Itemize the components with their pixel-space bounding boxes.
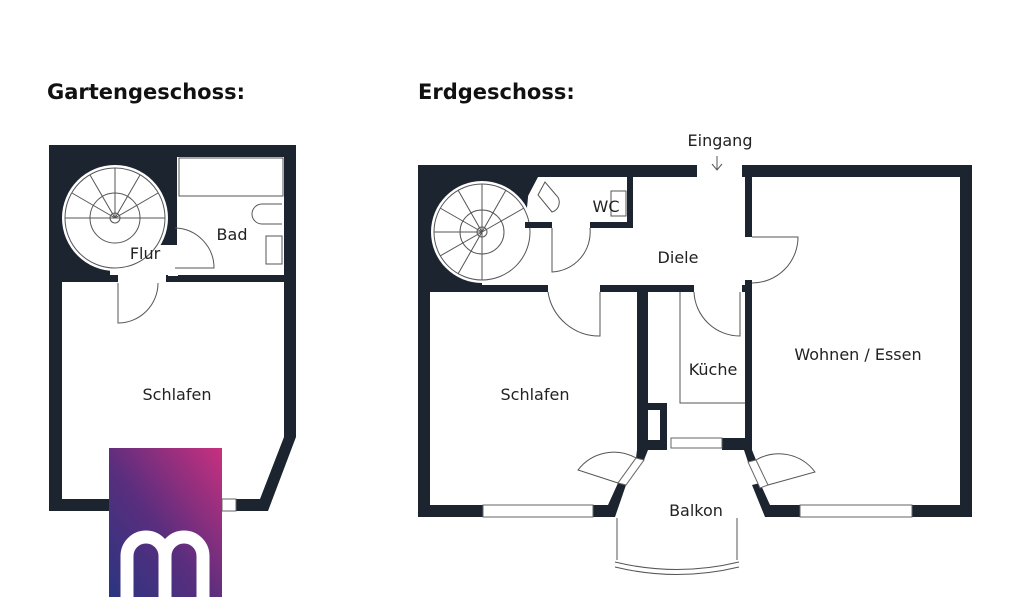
room-label-balkon: Balkon [669, 501, 723, 520]
window [670, 437, 723, 449]
room-label-schlafen: Schlafen [143, 385, 212, 404]
door-swing [547, 291, 601, 337]
arrow-down-icon [711, 156, 723, 171]
room-label-bad: Bad [217, 225, 248, 244]
door-swing [693, 291, 741, 337]
floor-title-garden: Gartengeschoss: [47, 80, 245, 104]
door-swing [117, 282, 159, 324]
toilet-icon [537, 181, 560, 213]
bathtub-icon [178, 157, 284, 197]
door-swing [577, 451, 637, 484]
ground-floor-plan: Eingang WC Diele Schlafen Küche Wohnen /… [418, 131, 972, 575]
kitchen-counter [679, 292, 745, 404]
room-label-wc: WC [593, 197, 620, 216]
balcony-rail [616, 518, 738, 560]
room-label-diele: Diele [658, 248, 699, 267]
entrance-label: Eingang [688, 131, 753, 150]
door-swing [551, 227, 591, 273]
garden-floor-plan: Flur Bad Schlafen [49, 145, 296, 512]
floor-title-ground: Erdgeschoss: [418, 80, 575, 104]
logo-letter [120, 530, 210, 597]
balcony-door [747, 459, 769, 489]
door-swing [174, 227, 215, 269]
room-label-schlafen: Schlafen [501, 385, 570, 404]
window [799, 504, 913, 518]
balcony-rail [614, 561, 740, 570]
room-label-wohnen-essen: Wohnen / Essen [794, 345, 921, 364]
spiral-stair-icon [64, 167, 166, 269]
door-opening [118, 275, 166, 283]
balcony-door [617, 457, 645, 486]
room-label-flur: Flur [130, 244, 161, 263]
window [482, 504, 594, 518]
door-swing [755, 453, 816, 486]
brand-logo [109, 448, 222, 597]
room-label-kueche: Küche [689, 360, 738, 379]
sink-icon [265, 235, 283, 265]
sink-icon [610, 190, 627, 217]
window [221, 498, 237, 512]
toilet-icon [251, 203, 282, 225]
door-swing [751, 236, 799, 284]
spiral-stair-icon [433, 183, 531, 281]
